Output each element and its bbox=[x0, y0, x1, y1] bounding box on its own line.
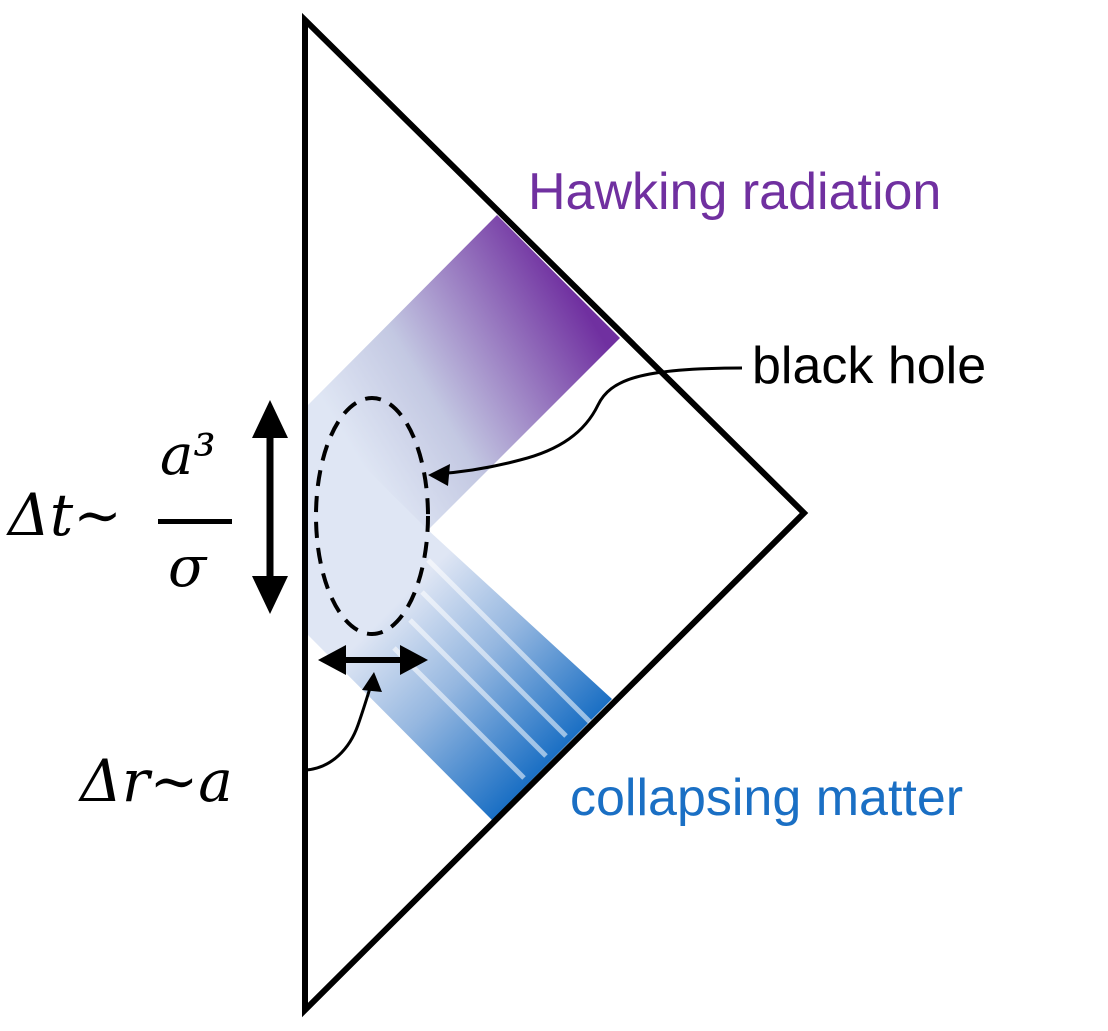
delta-t-numerator: a³ bbox=[160, 423, 216, 488]
black-hole-label: black hole bbox=[752, 337, 987, 395]
delta-r-arrow-icon bbox=[318, 645, 428, 675]
delta-t-arrow-icon bbox=[252, 400, 288, 614]
fraction-bar bbox=[158, 519, 232, 524]
hawking-radiation-label: Hawking radiation bbox=[528, 163, 942, 221]
hawking-radiation-band bbox=[305, 215, 620, 530]
delta-r-pointer-arrowhead-icon bbox=[362, 672, 382, 692]
black-hole-ellipse bbox=[314, 396, 430, 636]
delta-r-pointer bbox=[305, 672, 382, 772]
matter-streaks bbox=[392, 558, 592, 780]
penrose-triangle bbox=[302, 12, 809, 1018]
collapsing-matter-band bbox=[305, 408, 612, 820]
delta-t-label: Δt∼ bbox=[8, 481, 122, 549]
black-hole-pointer bbox=[428, 366, 743, 486]
delta-r-label: Δr∼a bbox=[80, 747, 233, 815]
delta-t-denominator: σ bbox=[168, 535, 207, 600]
black-hole-pointer-arrowhead-icon bbox=[428, 464, 450, 486]
collapsing-matter-label: collapsing matter bbox=[570, 769, 964, 827]
